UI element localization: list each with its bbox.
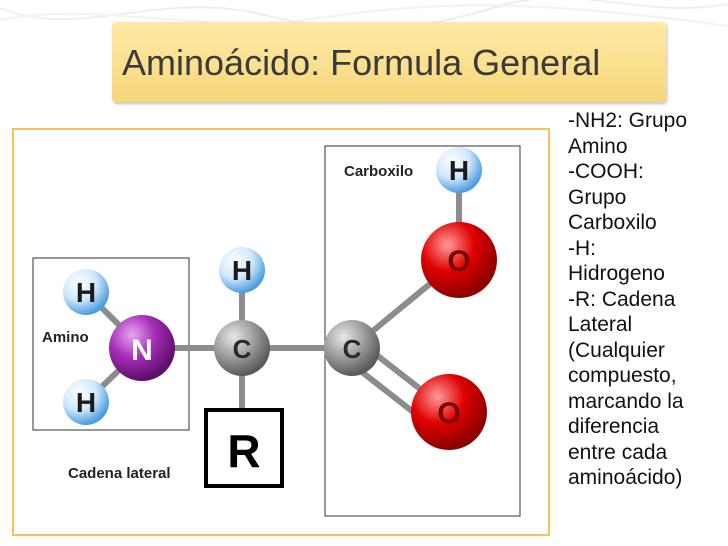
- r-group: R: [204, 408, 284, 488]
- legend-line: -H:: [568, 236, 596, 260]
- bonds: [83, 167, 462, 425]
- legend-line: -COOH:: [568, 160, 644, 183]
- legend-line: (Cualquier: [568, 338, 665, 362]
- legend-line: Carboxilo: [568, 211, 657, 234]
- svg-text:H: H: [449, 155, 469, 186]
- legend-line: -NH2: Grupo: [568, 109, 688, 132]
- cadena-lateral-label: Cadena lateral: [68, 465, 171, 482]
- legend-line: marcando la: [568, 389, 684, 413]
- svg-text:H: H: [76, 277, 96, 308]
- title-banner: Aminoácido: Formula General: [112, 22, 666, 102]
- svg-text:C: C: [343, 334, 362, 364]
- diagram-frame: H H N H C C O O: [12, 128, 550, 536]
- legend-line: diferencia: [568, 415, 660, 438]
- hydrogen-carboxyl-atom: H: [436, 147, 482, 193]
- legend-line: Amino: [568, 134, 628, 158]
- legend-line: Lateral: [568, 313, 633, 336]
- legend-line: entre cada: [568, 440, 668, 464]
- svg-text:H: H: [76, 387, 96, 418]
- hydrogen-amino-bottom-atom: H: [63, 379, 109, 425]
- svg-text:C: C: [233, 334, 252, 364]
- carboxilo-label: Carboxilo: [344, 163, 413, 180]
- amino-label: Amino: [42, 329, 89, 346]
- oxygen-hydroxyl-atom: O: [421, 222, 497, 298]
- hydrogen-amino-top-atom: H: [63, 269, 109, 315]
- legend-line: -R: Cadena: [568, 287, 676, 311]
- amino-acid-diagram: H H N H C C O O: [32, 145, 521, 517]
- legend-line: Hidrogeno: [568, 262, 665, 285]
- hydrogen-alpha-atom: H: [219, 247, 265, 293]
- carbon-carboxyl-atom: C: [324, 320, 380, 376]
- svg-text:O: O: [447, 245, 470, 278]
- legend-text: -NH2: Grupo Amino -COOH: Grupo Carboxilo…: [568, 108, 726, 491]
- carboxyl-group-box: [324, 145, 521, 517]
- legend-line: Grupo: [568, 185, 627, 209]
- amino-group-box: [32, 257, 190, 431]
- svg-text:N: N: [131, 334, 153, 367]
- legend-line: aminoácido): [568, 466, 683, 489]
- svg-text:O: O: [437, 397, 460, 430]
- legend-line: compuesto,: [568, 364, 677, 387]
- nitrogen-atom: N: [109, 315, 175, 381]
- slide-title: Aminoácido: Formula General: [122, 42, 601, 83]
- svg-text:H: H: [232, 255, 252, 286]
- oxygen-carbonyl-atom: O: [411, 374, 487, 450]
- carbon-alpha-atom: C: [214, 320, 270, 376]
- svg-text:R: R: [227, 425, 260, 477]
